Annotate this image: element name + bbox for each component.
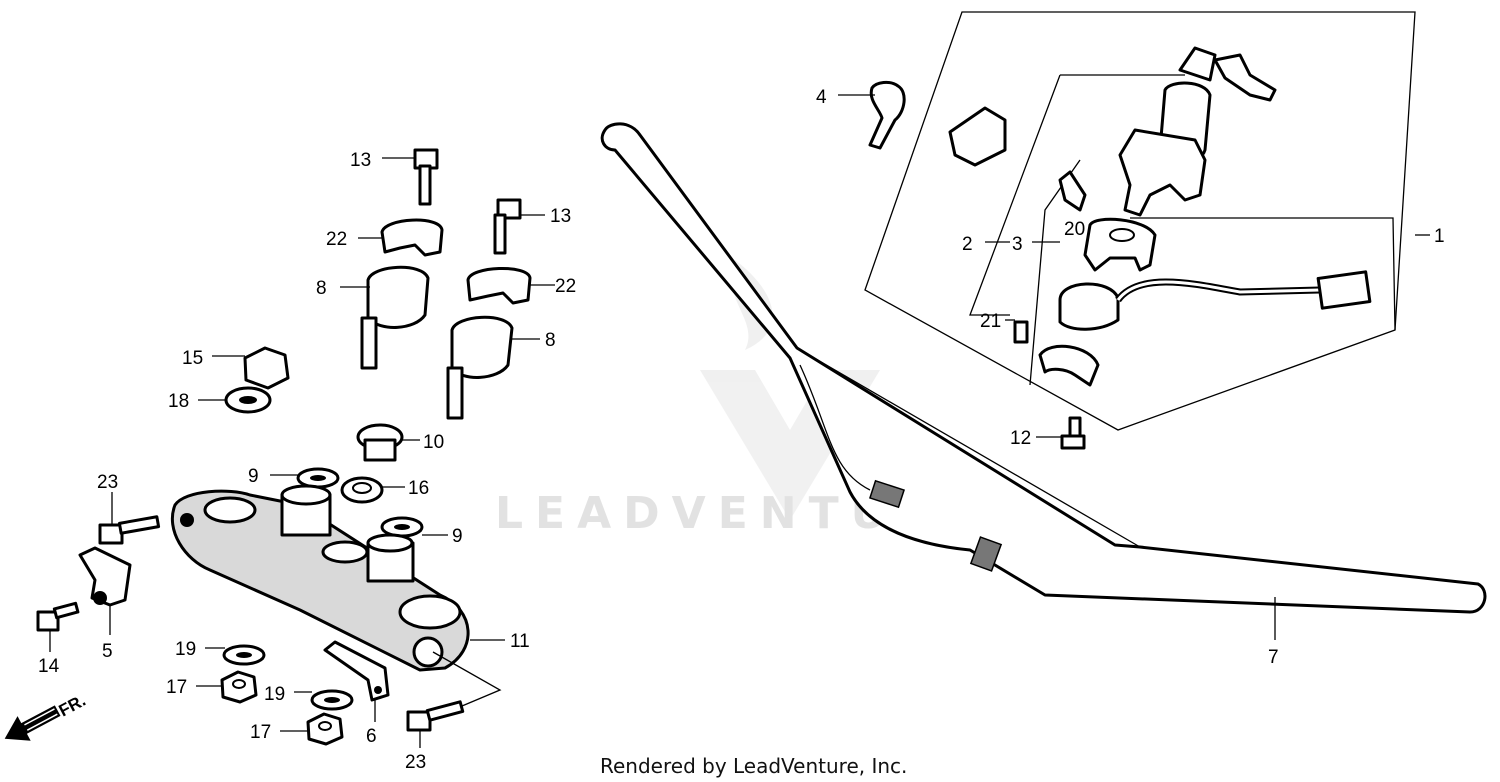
- callout-5: 5: [102, 641, 113, 662]
- callout-13b: 13: [550, 206, 571, 227]
- handlebar[interactable]: [600, 122, 1487, 614]
- washer-9-top[interactable]: [296, 467, 340, 489]
- bracket-5[interactable]: [78, 546, 132, 607]
- spring-clip[interactable]: [1058, 170, 1087, 212]
- callout-20: 20: [1064, 219, 1085, 240]
- callout-10: 10: [423, 432, 444, 453]
- washer-9-right[interactable]: [380, 516, 424, 538]
- callout-21: 21: [980, 311, 1001, 332]
- callout-8b: 8: [545, 330, 556, 351]
- callout-14: 14: [38, 656, 60, 677]
- front-direction-arrow-icon: [4, 705, 61, 741]
- callout-13a: 13: [350, 150, 371, 171]
- bolt-13-left[interactable]: [413, 148, 439, 206]
- callout-3: 3: [1012, 234, 1023, 255]
- callout-9a: 9: [248, 466, 259, 487]
- assembly-frame-1: [864, 11, 1416, 431]
- switch-collar[interactable]: [1083, 217, 1157, 272]
- callout-17a: 17: [166, 677, 187, 698]
- callout-19b: 19: [264, 684, 285, 705]
- direction-label: FR.: [56, 691, 89, 721]
- callout-12: 12: [1010, 428, 1031, 449]
- switch-clamp[interactable]: [1038, 344, 1100, 387]
- ignition-switch[interactable]: [1118, 46, 1277, 217]
- upper-holder-22-right[interactable]: [466, 267, 532, 305]
- washer-18[interactable]: [224, 386, 272, 414]
- callout-22a: 22: [326, 229, 347, 250]
- callout-15: 15: [182, 348, 203, 369]
- callout-23b: 23: [405, 752, 426, 773]
- callout-18: 18: [168, 391, 189, 412]
- callout-9b: 9: [452, 526, 463, 547]
- callout-11: 11: [510, 631, 530, 652]
- bolt-14[interactable]: [36, 601, 80, 632]
- screw-21[interactable]: [1013, 320, 1029, 344]
- callout-16: 16: [408, 478, 429, 499]
- callout-6: 6: [366, 726, 377, 747]
- callout-7: 7: [1268, 647, 1279, 668]
- callout-17b: 17: [250, 722, 271, 743]
- switch-body-wiring[interactable]: [1058, 270, 1372, 331]
- top-bridge-11[interactable]: [170, 484, 470, 672]
- callout-8a: 8: [316, 278, 327, 299]
- upper-holder-22-left[interactable]: [380, 218, 444, 257]
- key-blank[interactable]: [868, 80, 906, 150]
- callout-4: 4: [816, 87, 827, 108]
- bolt-23-lower[interactable]: [406, 700, 465, 732]
- switch-cover[interactable]: [948, 106, 1007, 167]
- callout-19a: 19: [175, 639, 196, 660]
- nut-17-lower[interactable]: [306, 712, 344, 746]
- footer-credit: Rendered by LeadVenture, Inc.: [600, 754, 907, 778]
- rubber-bush-10[interactable]: [356, 423, 404, 462]
- bolt-13-right[interactable]: [493, 198, 522, 255]
- washer-19-lower[interactable]: [310, 689, 354, 711]
- wire-clip-6[interactable]: [323, 640, 390, 702]
- nut-17-upper[interactable]: [220, 670, 258, 704]
- callout-2: 2: [962, 234, 973, 255]
- bolt-23-left[interactable]: [98, 515, 161, 545]
- washer-19-upper[interactable]: [222, 644, 266, 666]
- lower-holder-8-left[interactable]: [360, 265, 430, 370]
- callout-22b: 22: [555, 276, 576, 297]
- bolt-12[interactable]: [1060, 416, 1086, 450]
- callout-1: 1: [1434, 226, 1445, 247]
- collar-16[interactable]: [340, 476, 384, 504]
- lower-holder-8-right[interactable]: [446, 315, 514, 420]
- callout-23a: 23: [97, 472, 118, 493]
- nut-15[interactable]: [243, 346, 290, 390]
